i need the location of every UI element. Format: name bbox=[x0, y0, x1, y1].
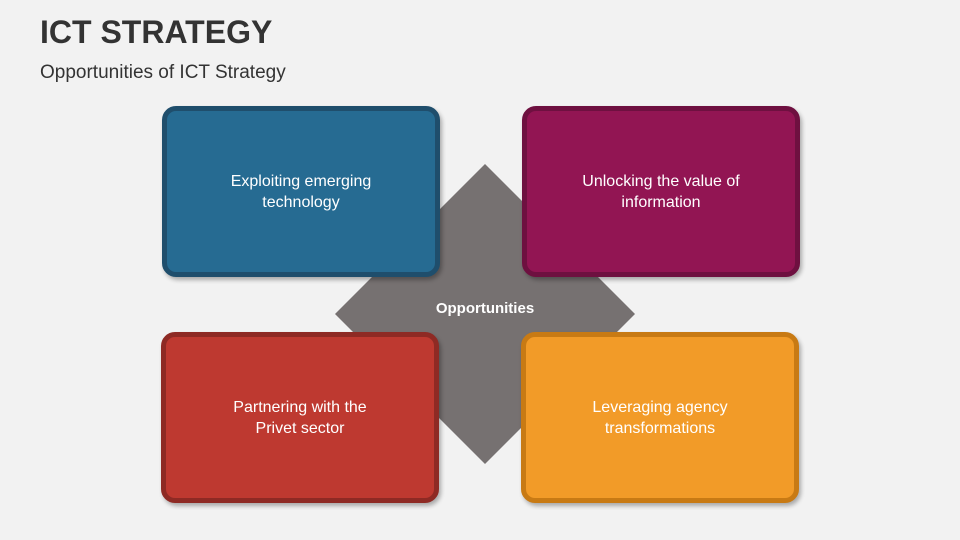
page-subtitle: Opportunities of ICT Strategy bbox=[40, 62, 286, 83]
box-label: Leveraging agency transformations bbox=[592, 398, 728, 437]
opportunity-box-technology: Exploiting emerging technology bbox=[162, 106, 440, 277]
opportunity-box-transformations: Leveraging agency transformations bbox=[521, 332, 799, 503]
opportunity-box-partnering: Partnering with the Privet sector bbox=[161, 332, 439, 503]
box-label: Unlocking the value of information bbox=[582, 172, 740, 211]
opportunity-box-information: Unlocking the value of information bbox=[522, 106, 800, 277]
box-label: Exploiting emerging technology bbox=[230, 172, 372, 211]
page-title: ICT STRATEGY bbox=[40, 14, 273, 50]
box-label: Partnering with the Privet sector bbox=[233, 398, 367, 437]
center-label: Opportunities bbox=[435, 300, 535, 317]
